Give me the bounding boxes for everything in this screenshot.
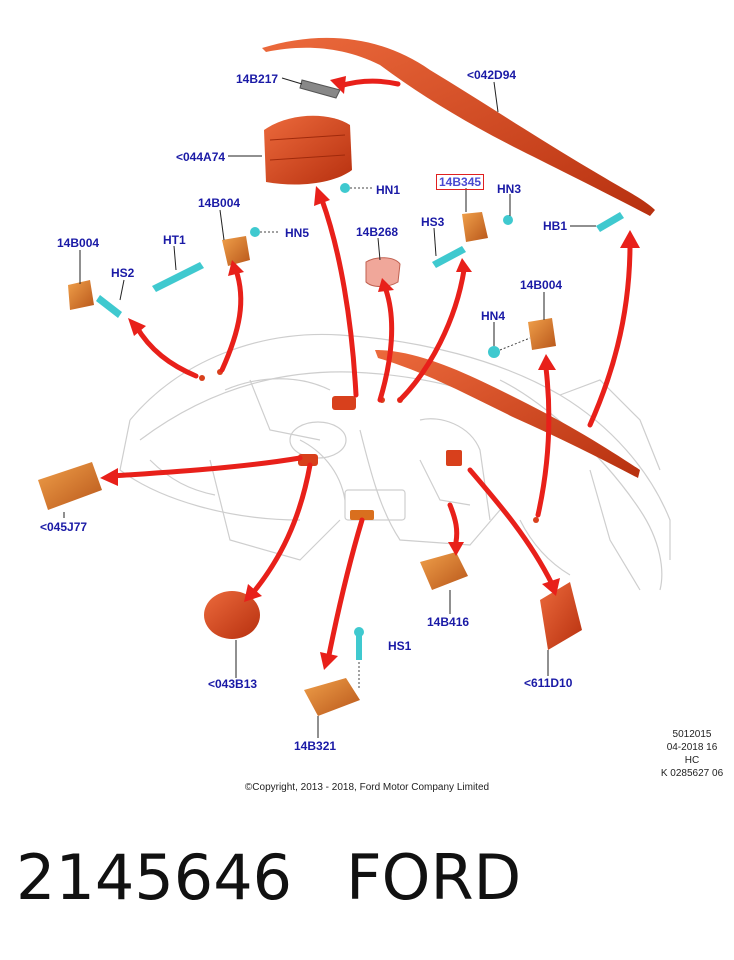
knee-airbag-part [38, 462, 102, 510]
passenger-airbag-part [264, 115, 352, 185]
callout-042D94[interactable]: <042D94 [467, 68, 517, 82]
clockspring-14B268 [365, 257, 401, 287]
callout-HT1[interactable]: HT1 [163, 233, 186, 247]
callout-14B416[interactable]: 14B416 [427, 615, 470, 629]
fastener-HB1 [596, 212, 624, 232]
callout-14B004-c[interactable]: 14B004 [520, 278, 563, 292]
callout-HS1[interactable]: HS1 [388, 639, 412, 653]
fastener-HN1 [340, 183, 372, 193]
callout-HN3[interactable]: HN3 [497, 182, 522, 196]
meta-line-4: K 0285627 06 [660, 768, 724, 779]
sensor-14B345 [462, 212, 488, 242]
callout-044A74[interactable]: <044A74 [176, 150, 226, 164]
fastener-HS1 [354, 627, 364, 690]
part-number-caption: 2145646 [16, 841, 293, 914]
airbag-system-diagram [38, 37, 671, 738]
vehicle-ghost-outline [119, 333, 671, 591]
meta-line-2: 04-2018 16 [666, 742, 718, 753]
connector-14B217-part [299, 79, 341, 99]
callout-14B004-b[interactable]: 14B004 [57, 236, 100, 250]
callout-611D10[interactable]: <611D10 [524, 676, 573, 690]
fastener-HS3 [432, 246, 466, 268]
restraint-module-14B321 [304, 678, 360, 716]
callout-14B345-highlighted[interactable]: 14B345 [436, 174, 485, 190]
callout-14B217[interactable]: 14B217 [236, 72, 279, 86]
callout-14B321[interactable]: 14B321 [294, 739, 337, 753]
brand-caption: FORD [346, 841, 522, 914]
curtain-airbag-upper [262, 37, 655, 217]
sensor-14B004-b [68, 280, 94, 310]
callout-HN4[interactable]: HN4 [481, 309, 506, 323]
diagram-meta: 5012015 04-2018 16 HC K 0285627 06 [650, 728, 734, 780]
callout-14B268[interactable]: 14B268 [356, 225, 399, 239]
fastener-HS2 [96, 295, 122, 318]
callout-043B13[interactable]: <043B13 [208, 677, 258, 691]
callout-HN1[interactable]: HN1 [376, 183, 401, 197]
callout-045J77[interactable]: <045J77 [40, 520, 88, 534]
bracket-14B416 [420, 552, 468, 590]
callout-HS2[interactable]: HS2 [111, 266, 135, 280]
sensor-14B004-c [528, 318, 556, 350]
copyright-notice: ©Copyright, 2013 - 2018, Ford Motor Comp… [244, 782, 490, 793]
meta-line-3: HC [684, 755, 700, 766]
fastener-HN4 [488, 337, 531, 358]
curtain-airbag-lower [375, 350, 640, 478]
meta-line-1: 5012015 [672, 729, 712, 740]
fastener-HN5 [250, 227, 280, 237]
leader-lines [63, 77, 596, 738]
fastener-HN3 [503, 215, 513, 225]
fastener-HT1 [152, 262, 204, 292]
callout-14B004-a[interactable]: 14B004 [198, 196, 241, 210]
driver-airbag-part [204, 591, 260, 639]
arrow-heads [100, 76, 640, 670]
sensor-14B004-a [222, 236, 250, 266]
callout-HB1[interactable]: HB1 [543, 219, 568, 233]
callout-HN5[interactable]: HN5 [285, 226, 310, 240]
callout-arrows [109, 78, 633, 663]
callout-HS3[interactable]: HS3 [421, 215, 445, 229]
seat-airbag-part [540, 582, 582, 650]
